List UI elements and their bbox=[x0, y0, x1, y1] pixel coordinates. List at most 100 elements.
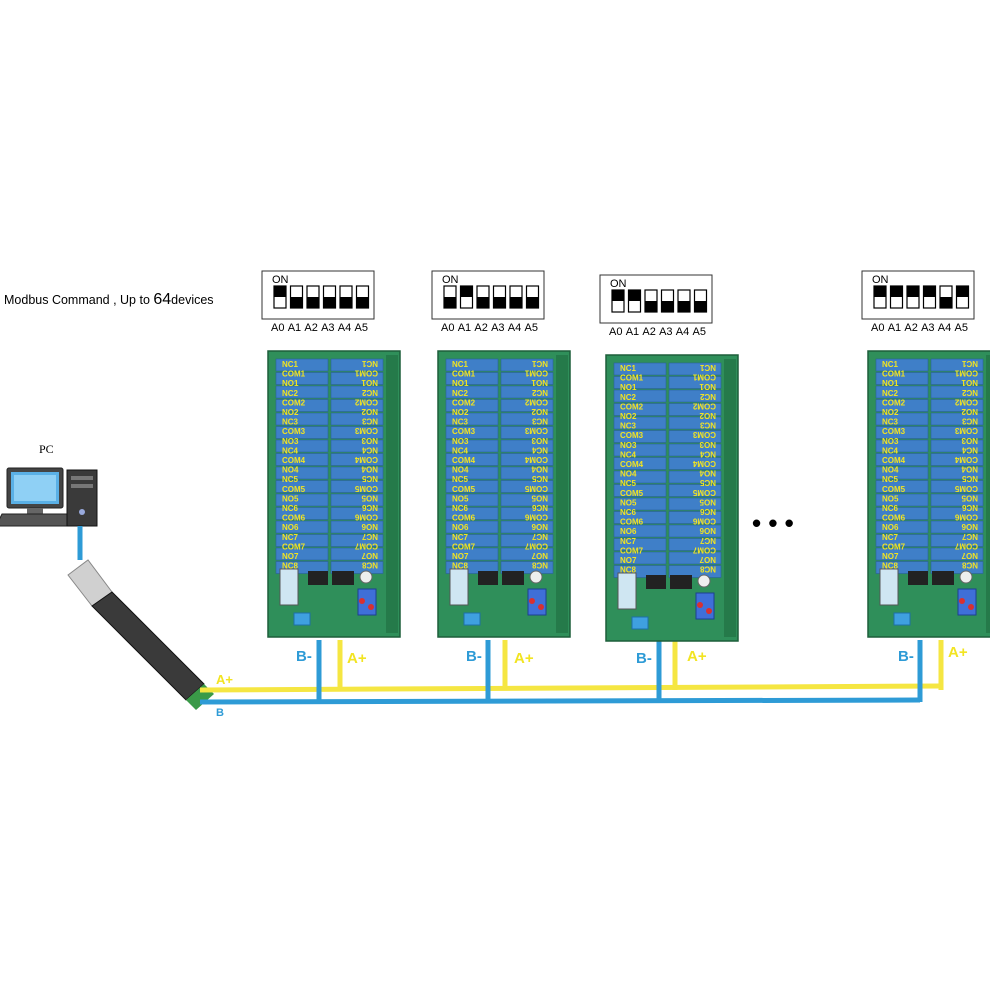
relay-module bbox=[875, 480, 984, 493]
dip-switch-a1 bbox=[459, 285, 474, 309]
relay-terminal-label-left: NC4 bbox=[452, 446, 469, 455]
relay-terminal-label-left: NO1 bbox=[282, 379, 299, 388]
relay-terminal-label-right: COM2 bbox=[954, 397, 978, 406]
relay-terminal-label-right: COM4 bbox=[692, 459, 716, 468]
relay-module bbox=[875, 399, 984, 412]
relay-terminal-label-right: NC2 bbox=[699, 392, 716, 401]
usb-rs485-adapter bbox=[67, 559, 214, 710]
relay-module bbox=[445, 520, 554, 534]
relay-terminal-label-left: NO5 bbox=[452, 494, 469, 503]
relay-terminal-label-left: NO4 bbox=[282, 466, 299, 475]
relay-terminal-label-left: NC1 bbox=[882, 360, 899, 369]
relay-terminal-label-left: NC6 bbox=[882, 504, 899, 513]
relay-module bbox=[613, 362, 722, 376]
relay-terminal-label-left: NC5 bbox=[282, 475, 299, 484]
relay-terminal-label-left: NC2 bbox=[452, 389, 469, 398]
relay-module bbox=[875, 385, 984, 399]
relay-terminal-label-right: NO6 bbox=[361, 522, 378, 531]
relay-terminal-label-left: NC2 bbox=[882, 389, 899, 398]
relay-terminal-label-left: NO2 bbox=[452, 408, 469, 417]
dip-switch-a3 bbox=[660, 289, 675, 313]
relay-terminal-label-left: NO5 bbox=[882, 494, 899, 503]
relay-terminal-label-left: NO4 bbox=[882, 466, 899, 475]
relay-terminal-label-left: NO6 bbox=[620, 527, 637, 536]
relay-terminal-label-right: NC4 bbox=[361, 445, 378, 454]
relay-module bbox=[445, 534, 554, 547]
relay-terminal-label-right: NC3 bbox=[961, 417, 978, 426]
relay-terminal-label-left: COM5 bbox=[282, 485, 306, 494]
relay-terminal-label-right: NC3 bbox=[699, 421, 716, 430]
relay-terminal-label-left: COM1 bbox=[620, 374, 644, 383]
dip-switch-a2 bbox=[306, 285, 320, 309]
dip-switch-a1 bbox=[889, 285, 904, 309]
dip-switch-a0 bbox=[611, 289, 625, 313]
relay-terminal-label-right: NC8 bbox=[961, 561, 978, 570]
relay-terminal-label-left: NC6 bbox=[452, 504, 469, 513]
relay-terminal-label-right: COM7 bbox=[524, 541, 548, 550]
relay-terminal-label-left: NC8 bbox=[282, 562, 299, 571]
dip-position-label: A1 bbox=[458, 322, 471, 334]
dip-switch-a2 bbox=[476, 285, 490, 309]
dip-position-label: A1 bbox=[626, 326, 639, 338]
relay-terminal-label-right: COM7 bbox=[354, 541, 378, 550]
relay-terminal-label-left: NO7 bbox=[452, 552, 469, 561]
relay-terminal-label-right: NC8 bbox=[699, 565, 716, 574]
b-minus-label: B- bbox=[296, 648, 312, 665]
relay-module bbox=[275, 507, 384, 520]
relay-module bbox=[445, 466, 554, 480]
relay-terminal-label-right: COM6 bbox=[954, 513, 978, 522]
dip-switch-a5 bbox=[693, 289, 708, 313]
dip-switch-a5 bbox=[955, 285, 970, 309]
relay-module bbox=[613, 389, 722, 403]
relay-terminal-label-right: NO7 bbox=[531, 551, 548, 560]
dip-position-label: A0 bbox=[441, 322, 454, 334]
relay-terminal-label-right: NC1 bbox=[531, 359, 548, 368]
control-circuit bbox=[617, 572, 715, 630]
relay-terminal-label-right: NC5 bbox=[361, 474, 378, 483]
relay-terminal-label-right: NO5 bbox=[531, 493, 548, 502]
relay-terminal-label-right: NO4 bbox=[531, 465, 548, 474]
relay-module bbox=[275, 399, 384, 412]
relay-module bbox=[445, 547, 554, 561]
relay-terminal-label-left: NO6 bbox=[452, 523, 469, 532]
relay-terminal-label-left: NC5 bbox=[882, 475, 899, 484]
adapter-a-plus-label: A+ bbox=[216, 672, 233, 687]
relay-terminal-label-right: NC7 bbox=[699, 536, 716, 545]
dip-switch-a0 bbox=[273, 285, 287, 309]
dip-position-label: A2 bbox=[474, 322, 487, 334]
relay-terminal-label-left: NC4 bbox=[882, 446, 899, 455]
relay-module bbox=[445, 399, 554, 412]
relay-terminal-label-right: NC2 bbox=[961, 388, 978, 397]
dip-switch-a4 bbox=[939, 285, 953, 309]
relay-module bbox=[445, 372, 554, 385]
relay-terminal-label-left: COM4 bbox=[620, 460, 644, 469]
relay-terminal-label-left: COM5 bbox=[452, 485, 476, 494]
relay-terminal-label-left: NC5 bbox=[452, 475, 469, 484]
relay-module bbox=[875, 561, 984, 574]
relay-terminal-label-left: NO1 bbox=[620, 383, 637, 392]
dip-position-label: A0 bbox=[609, 326, 622, 338]
relay-terminal-label-right: COM2 bbox=[354, 397, 378, 406]
dip-position-label: A5 bbox=[525, 322, 538, 334]
dip-on-label: ON bbox=[872, 274, 889, 286]
relay-module bbox=[445, 426, 554, 439]
dip-switch-a3 bbox=[492, 285, 507, 309]
relay-terminal-label-left: COM3 bbox=[282, 427, 306, 436]
relay-module bbox=[875, 412, 984, 426]
relay-terminal-label-left: NC6 bbox=[620, 508, 637, 517]
dip-position-label: A5 bbox=[955, 322, 968, 334]
relay-terminal-label-left: COM4 bbox=[882, 456, 906, 465]
relay-terminal-label-left: COM6 bbox=[282, 514, 306, 523]
relay-terminal-label-left: NO3 bbox=[282, 437, 299, 446]
relay-terminal-label-left: COM1 bbox=[452, 370, 476, 379]
dip-switch-a2 bbox=[906, 285, 920, 309]
heading-suffix: devices bbox=[171, 293, 214, 307]
relay-terminal-label-right: COM6 bbox=[524, 513, 548, 522]
dip-position-label: A4 bbox=[338, 322, 351, 334]
relay-terminal-label-right: NC7 bbox=[531, 532, 548, 541]
relay-terminal-label-right: NO2 bbox=[961, 407, 978, 416]
relay-terminal-label-right: NC1 bbox=[961, 359, 978, 368]
